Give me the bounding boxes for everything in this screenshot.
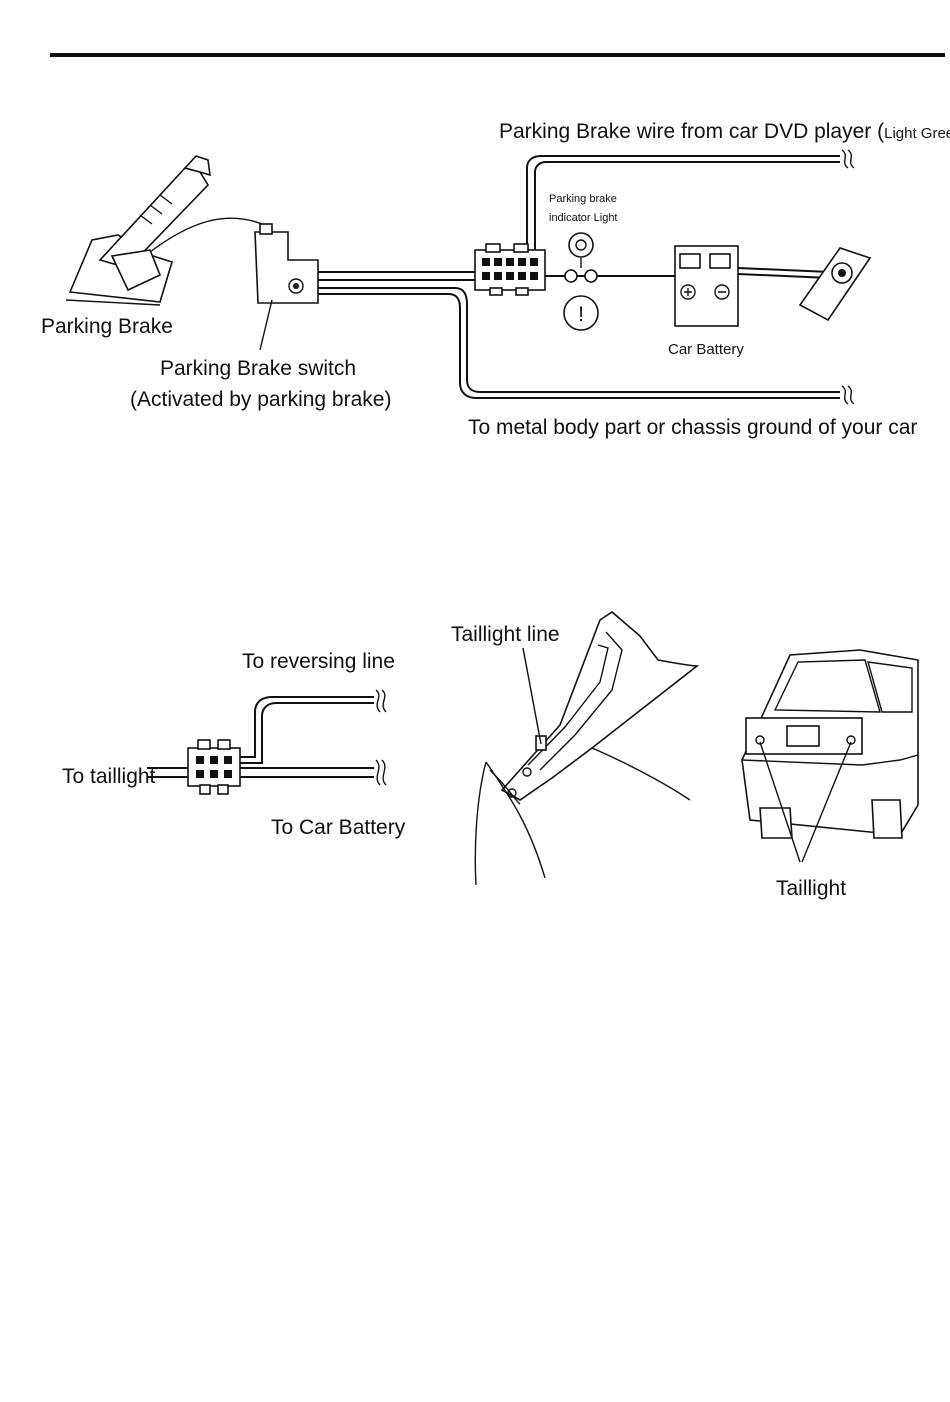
parking-brake-diagram: ! Parking Brake wire from car DVD player… <box>41 120 950 439</box>
battery-label: Car Battery <box>668 341 744 358</box>
svg-text:!: ! <box>578 303 584 326</box>
taillight-wire-label: To taillight <box>62 765 156 788</box>
reversing-label: To reversing line <box>242 650 395 673</box>
reversing-connector <box>188 740 240 794</box>
reversing-connector-diagram: To reversing line To taillight To Car Ba… <box>62 650 406 839</box>
indicator-label-line2: indicator Light <box>549 212 618 224</box>
trunk-illustration: Taillight line <box>451 612 697 885</box>
parking-brake-label: Parking Brake <box>41 315 173 338</box>
wiring-connector <box>475 244 545 295</box>
car-battery-wire-label: To Car Battery <box>271 816 406 839</box>
ground-label: To metal body part or chassis ground of … <box>468 416 917 439</box>
taillight-label: Taillight <box>776 877 846 900</box>
car-rear-illustration: Taillight <box>742 650 918 900</box>
indicator-light-icon <box>565 233 597 282</box>
parking-brake-illustration <box>66 156 262 305</box>
ground-terminal-icon <box>800 248 870 320</box>
switch-label-line1: Parking Brake switch <box>160 357 356 380</box>
taillight-line-label: Taillight line <box>451 623 560 646</box>
car-battery-icon <box>675 246 738 326</box>
dvd-wire-label: Parking Brake wire from car DVD player (… <box>499 120 950 143</box>
parking-brake-switch <box>255 224 318 350</box>
warning-icon: ! <box>564 296 598 330</box>
indicator-label-line1: Parking brake <box>549 193 617 205</box>
switch-label-line2: (Activated by parking brake) <box>130 388 391 411</box>
